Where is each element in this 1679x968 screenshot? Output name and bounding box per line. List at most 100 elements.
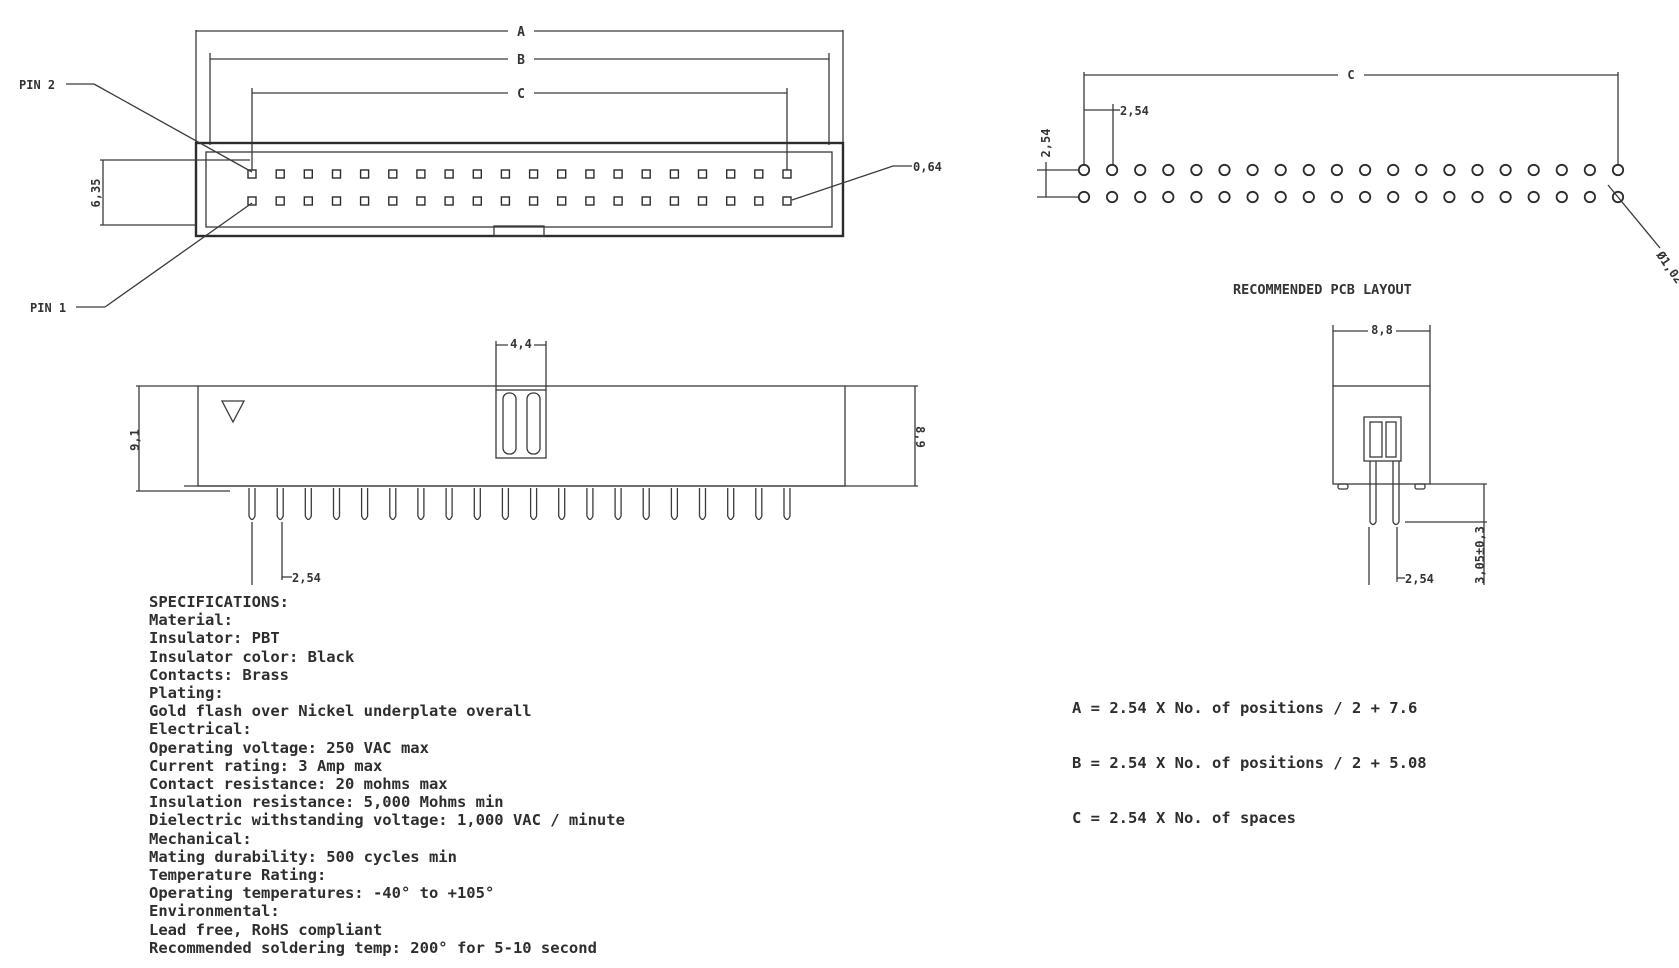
- dimension-key-width: 4,4: [495, 337, 547, 390]
- dimension-height-right-label: 8,9: [913, 426, 927, 448]
- spec-line: Mating durability: 500 cycles min: [149, 847, 457, 866]
- pcb-hole: [1527, 190, 1540, 204]
- pin-pad: [585, 196, 595, 206]
- pcb-hole: [1415, 190, 1428, 204]
- pcb-hole: [1106, 163, 1119, 177]
- pcb-hole: [1583, 190, 1597, 204]
- dimension-pcb-pitch-v-label: 2,54: [1039, 129, 1053, 158]
- pin-pad: [388, 169, 398, 179]
- pcb-layout-title: RECOMMENDED PCB LAYOUT: [1233, 282, 1412, 298]
- pin-pad: [500, 196, 511, 206]
- dimension-height-left-label: 9,1: [128, 429, 142, 451]
- dimension-side-pitch-label: 2,54: [1405, 572, 1434, 586]
- pin-tail: [783, 488, 791, 521]
- dimension-formulas: A = 2.54 X No. of positions / 2 + 7.6 B …: [1072, 662, 1427, 846]
- pin-pad: [247, 169, 257, 179]
- pcb-hole: [1387, 190, 1400, 204]
- pcb-hole: [1218, 163, 1231, 177]
- pcb-hole: [1246, 190, 1259, 204]
- pin-pad: [726, 196, 736, 206]
- pcb-hole: [1471, 163, 1484, 177]
- pin-pad: [275, 169, 285, 179]
- spec-line: Operating voltage: 250 VAC max: [149, 738, 429, 757]
- pad-size-callout: 0,64: [791, 160, 942, 201]
- dimension-height-right: 8,9: [845, 385, 927, 487]
- pin-pad: [613, 196, 623, 206]
- dimension-b-label: B: [517, 53, 525, 68]
- formula-b: B = 2.54 X No. of positions / 2 + 5.08: [1072, 754, 1427, 773]
- pin-pad: [388, 196, 398, 206]
- dimension-a: A: [195, 24, 844, 145]
- spec-line: Contacts: Brass: [149, 665, 289, 684]
- pcb-hole: [1471, 190, 1484, 204]
- dimension-c-label: C: [517, 87, 525, 102]
- spec-line: Contact resistance: 20 mohms max: [149, 775, 448, 794]
- front-view-pins: [248, 488, 791, 521]
- pin-tail: [558, 488, 566, 521]
- spec-line: Material:: [149, 611, 233, 630]
- pcb-hole: [1077, 163, 1091, 177]
- pin-tail: [755, 488, 763, 521]
- pin-tail: [304, 488, 312, 521]
- pcb-hole: [1246, 163, 1259, 177]
- pin-pad: [444, 169, 454, 179]
- spec-line: Current rating: 3 Amp max: [149, 756, 383, 775]
- pcb-hole: [1190, 163, 1203, 177]
- pin-pad: [782, 196, 792, 206]
- dimension-side-pitch: 2,54: [1368, 527, 1434, 586]
- pad-size-label: 0,64: [913, 160, 942, 174]
- dimension-b: B: [209, 52, 830, 145]
- pin2-callout: PIN 2: [19, 78, 253, 173]
- spec-line: Insulator: PBT: [149, 629, 280, 648]
- pin-pad: [331, 196, 342, 206]
- dimension-front-pitch: 2,54: [251, 522, 321, 585]
- pin-tail: [529, 488, 538, 521]
- pcb-hole: [1077, 190, 1091, 204]
- pin-pad: [697, 196, 708, 206]
- spec-heading: SPECIFICATIONS:: [149, 593, 289, 611]
- header-inner-wall: [205, 151, 833, 228]
- pin-pad: [359, 169, 370, 179]
- pin-tail: [501, 488, 510, 521]
- spec-line: Gold flash over Nickel underplate overal…: [149, 702, 532, 721]
- side-pins: [1369, 461, 1400, 526]
- pcb-hole: [1527, 163, 1540, 177]
- pin1-triangle-marker: [220, 400, 246, 424]
- front-body: [197, 385, 846, 487]
- pin-pad: [416, 169, 426, 179]
- pin-pad: [754, 169, 764, 179]
- pin-pad: [669, 196, 680, 206]
- pin-pad: [754, 196, 764, 206]
- spec-line: Operating temperatures: -40° to +105°: [149, 884, 495, 903]
- pin-pad: [472, 169, 482, 179]
- formula-a: A = 2.54 X No. of positions / 2 + 7.6: [1072, 698, 1418, 717]
- pin-tail: [473, 488, 481, 521]
- dimension-pcb-c: C: [1083, 68, 1619, 170]
- dimension-pcb-pitch-v: 2,54: [1037, 129, 1084, 198]
- pcb-hole: [1443, 190, 1456, 204]
- pin-tail: [248, 488, 256, 521]
- dimension-pcb-pitch-h-label: 2,54: [1120, 104, 1149, 118]
- pcb-hole: [1443, 163, 1456, 177]
- dimension-pcb-pitch-h: 2,54: [1084, 104, 1149, 170]
- pcb-hole: [1415, 163, 1428, 177]
- spec-line: Insulation resistance: 5,000 Mohms min: [149, 793, 504, 812]
- dimension-header-height: 6,35: [89, 159, 250, 226]
- pin-pad: [331, 169, 342, 179]
- pin-pad: [557, 196, 567, 206]
- dimension-side-tail: 3,05±0,3: [1405, 483, 1487, 585]
- pin-pad: [416, 196, 426, 206]
- pin-tail: [614, 488, 622, 521]
- pcb-hole: [1499, 163, 1512, 177]
- pcb-layout-view: C 2,54 2,54 Ø1,02 RECOMMENDED PCB LAYOUT: [1037, 68, 1679, 298]
- pin-tail: [642, 488, 650, 521]
- pin-tail: [389, 488, 397, 521]
- pcb-hole: [1162, 163, 1175, 177]
- dimension-header-height-label: 6,35: [89, 179, 103, 208]
- pin2-label: PIN 2: [19, 78, 55, 92]
- key-slot-front: [495, 389, 547, 459]
- dimension-front-pitch-label: 2,54: [292, 571, 321, 585]
- spec-line: Recommended soldering temp: 200° for 5-1…: [149, 938, 597, 957]
- pin-pad: [641, 169, 651, 179]
- dimension-c: C: [251, 86, 788, 170]
